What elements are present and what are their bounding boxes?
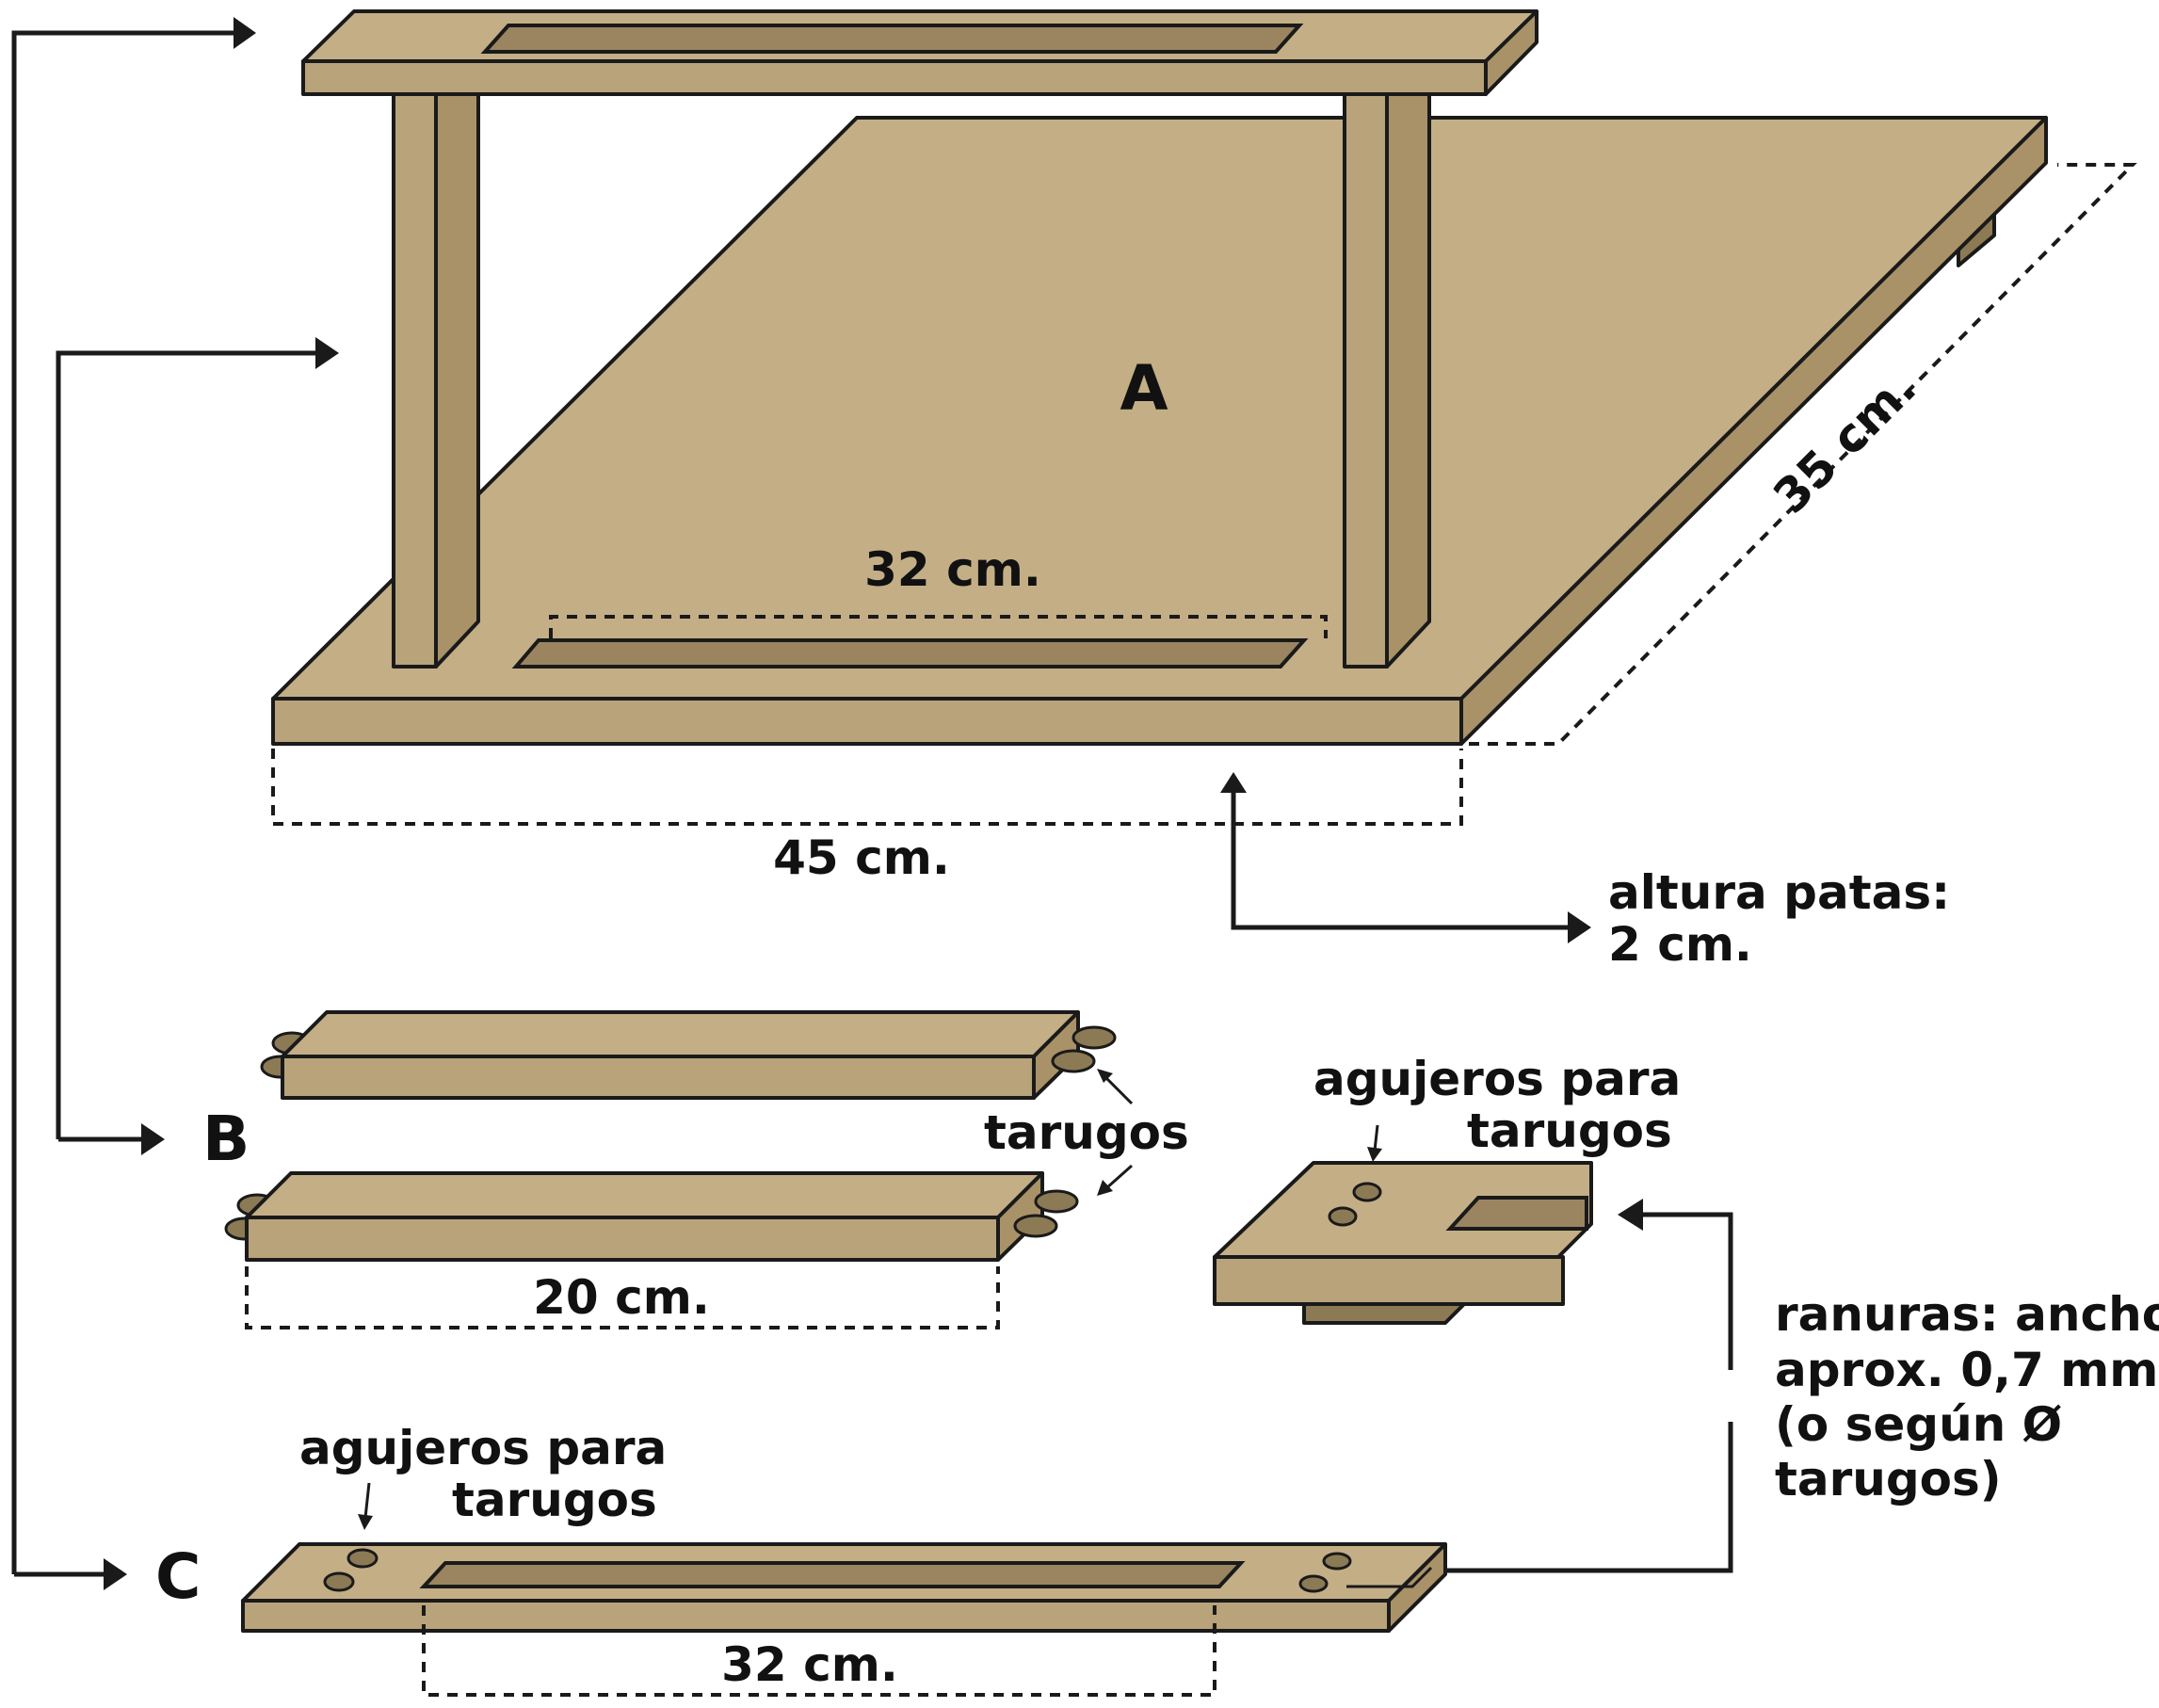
holes-right-line2: tarugos [1467,1104,1672,1158]
a-width-dimension [271,749,1463,826]
slots-line4: tarugos) [1775,1452,2002,1507]
crossbar-front [301,59,1488,96]
part-a-label: A [1120,352,1168,425]
c-length-dimension [422,1605,1216,1697]
legs-height-line2: 2 cm. [1608,917,1752,972]
base-board-front [271,697,1463,746]
base-board-side [1459,116,2048,746]
part-b-bar-lower [224,1171,1079,1262]
holes-c-line2: tarugos [452,1473,657,1527]
slots-line1: ranuras: ancho [1775,1287,2159,1342]
connector-to-crossbar [11,17,256,1574]
top-crossbar [301,9,1539,96]
a-depth-dimension [1469,163,2137,746]
a-groove-length-label: 32 cm. [864,542,1041,597]
connector-to-posts [56,337,339,1139]
slots-line3: (o según Ø [1775,1397,2062,1452]
post-right-side [1385,92,1431,669]
legs-height-arrow [1220,772,1591,943]
crossbar-groove [480,24,1304,54]
part-c-label: C [155,1540,201,1613]
slots-line2: aprox. 0,7 mm. [1775,1343,2159,1397]
dowel-pointers [1097,1069,1134,1196]
detail-holes-pointer [1367,1124,1382,1162]
post-left-side [434,92,480,669]
part-b-label: B [202,1103,250,1175]
base-groove [511,638,1309,669]
c-holes-pointer [358,1482,373,1530]
post-right-front [1343,92,1389,669]
part-b-bar-upper [260,1010,1117,1100]
part-c-bar [241,1542,1447,1633]
b-length-dimension [245,1266,1000,1329]
legs-height-line1: altura patas: [1608,865,1950,920]
uprights [392,92,1431,669]
c-groove-length-label: 32 cm. [721,1637,898,1692]
b-length-label: 20 cm. [533,1270,710,1325]
crossbar-side [1484,9,1539,96]
detail-piece [1213,1161,1593,1325]
connector-b [58,1123,165,1155]
dowels-label: tarugos [984,1105,1189,1160]
part-a-base [271,116,2048,746]
holes-right-line1: agujeros para [1313,1052,1681,1106]
post-left-front [392,92,438,669]
connector-c [14,1558,127,1590]
holes-c-line1: agujeros para [299,1421,667,1475]
a-width-label: 45 cm. [773,830,950,885]
